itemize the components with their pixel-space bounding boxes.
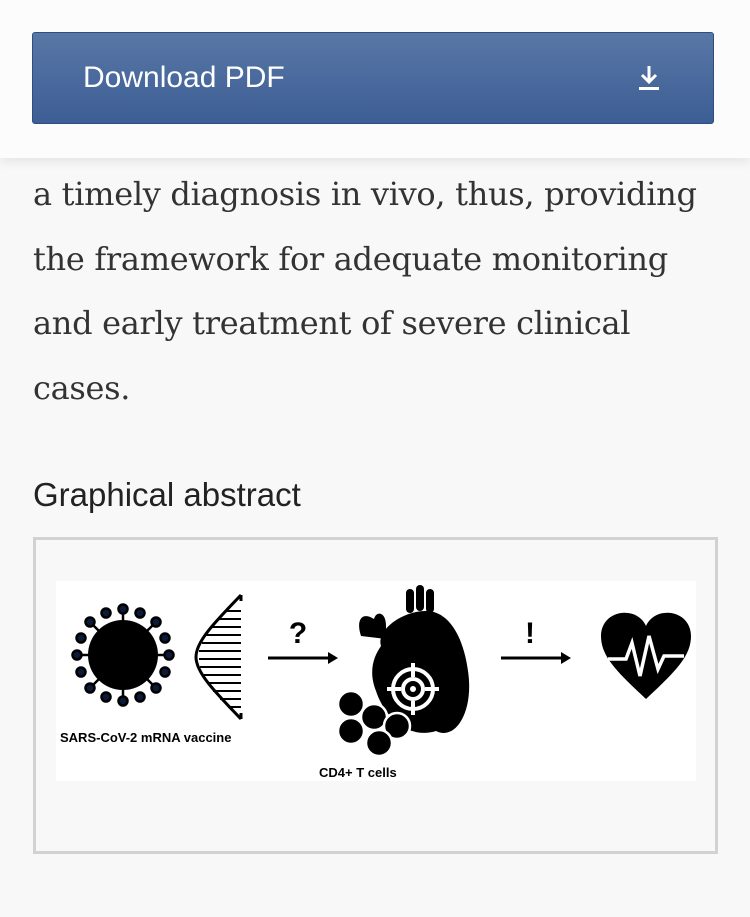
graphical-abstract-figure[interactable]: SARS-CoV-2 mRNA vaccine ? CD4+ T cells !	[33, 537, 718, 854]
abstract-text: a timely diagnosis in vivo, thus, provid…	[33, 162, 723, 420]
text-line: and early treatment of severe clinical	[33, 304, 631, 342]
arrow-1: ?	[268, 617, 338, 664]
mrna-icon	[194, 593, 243, 721]
text-line: a timely diagnosis in vivo, thus, provid…	[33, 175, 697, 213]
question-mark: ?	[289, 617, 307, 650]
graphical-abstract-image: SARS-CoV-2 mRNA vaccine ? CD4+ T cells !	[56, 581, 696, 781]
exclamation-mark: !	[525, 617, 535, 650]
graphical-abstract-heading: Graphical abstract	[33, 476, 301, 513]
arrow-2: !	[501, 617, 571, 664]
download-icon	[639, 66, 659, 90]
heart-organ-icon	[359, 585, 470, 733]
heartbeat-icon	[601, 612, 691, 699]
vaccine-label: SARS-CoV-2 mRNA vaccine	[60, 730, 231, 745]
text-line: the framework for adequate monitoring	[33, 239, 668, 278]
sticky-header: Download PDF	[0, 0, 750, 158]
download-pdf-button[interactable]: Download PDF	[32, 32, 714, 124]
t-cells-icon	[336, 689, 412, 758]
cells-label: CD4+ T cells	[319, 765, 397, 780]
download-pdf-label: Download PDF	[83, 61, 285, 94]
text-line: cases.	[33, 368, 131, 407]
virus-icon	[71, 603, 175, 707]
